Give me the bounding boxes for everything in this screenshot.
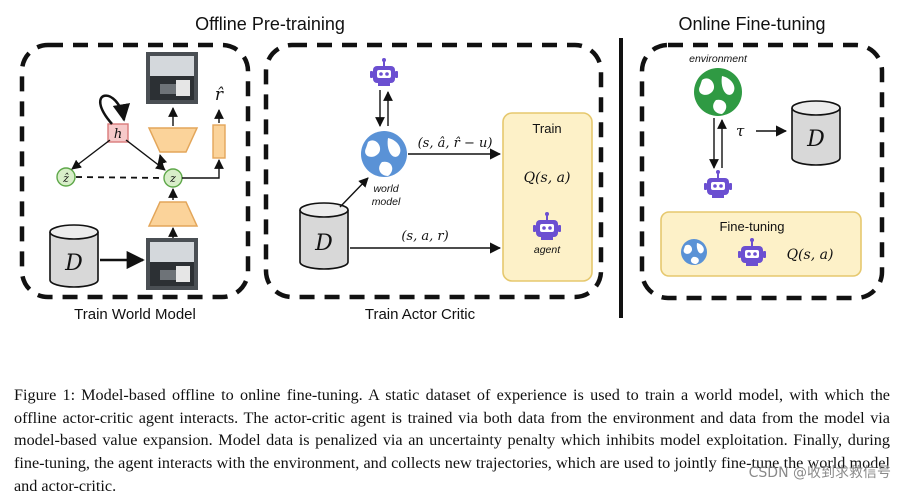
finetune-agent-robot-icon	[703, 169, 733, 199]
observation-image-bottom	[146, 238, 198, 290]
finetune-world-globe-icon	[681, 239, 707, 265]
caption-text: Model-based offline to online fine-tunin…	[14, 386, 890, 495]
finetune-box-title: Fine-tuning	[719, 219, 784, 234]
train-box-title: Train	[532, 121, 561, 136]
actor-critic-border	[263, 42, 604, 300]
rhat-label: r̂	[215, 85, 224, 105]
z-label: z	[169, 172, 176, 185]
actor-critic-panel-title: Train Actor Critic	[365, 306, 476, 323]
model-tuple-label: (s, â, r̂ − u)	[418, 136, 493, 151]
agent-label: agent	[534, 244, 561, 256]
finetune-border	[639, 42, 885, 301]
finetune-box	[660, 211, 862, 277]
critic-q-label: Q(s, a)	[524, 170, 571, 186]
world-model-panel-title: Train World Model	[74, 306, 196, 323]
train-box	[502, 112, 593, 282]
kl-dashed-link	[75, 176, 164, 179]
encoder-trapezoid	[147, 201, 199, 227]
dataset-cylinder-1: D	[49, 224, 99, 288]
svg-text:D: D	[314, 231, 333, 256]
zhat-label: ẑ	[62, 172, 69, 185]
world-model-border	[19, 42, 251, 300]
watermark: CSDN @收到求救信号	[748, 465, 891, 481]
trajectory-tau-label: τ	[736, 122, 745, 140]
dataset-cylinder-3: D	[791, 100, 841, 166]
actor-critic-panel: world model (s, â, r̂ − u) D (s, a, r) T…	[263, 42, 604, 323]
world-label-1: world	[373, 183, 399, 195]
environment-label: environment	[689, 53, 748, 65]
reward-head	[212, 124, 226, 159]
figure-caption: Figure 1:Model-based offline to online f…	[14, 384, 890, 497]
world-model-globe-icon	[361, 131, 407, 177]
dataset-cylinder-2: D	[299, 202, 349, 270]
h-state-box	[107, 123, 129, 143]
environment-globe-icon	[694, 68, 742, 116]
h-label: h	[114, 127, 122, 142]
zhat-node	[56, 167, 76, 187]
world-model-panel: h ẑ z r̂ D Train World Model	[19, 42, 251, 323]
agent-robot-icon	[369, 57, 399, 87]
svg-text:D: D	[806, 127, 825, 152]
decoder-trapezoid	[147, 127, 199, 153]
method-figure: Offline Pre-training Online Fine-tuning	[19, 14, 885, 323]
h-recurrence-loop	[98, 94, 131, 125]
svg-text:D: D	[64, 251, 83, 276]
offline-title: Offline Pre-training	[195, 14, 345, 34]
data-tuple-label: (s, a, r)	[401, 229, 448, 244]
figure-number: Figure 1:	[14, 386, 76, 405]
finetune-panel: environment τ D Fine-tuning Q(s, a)	[639, 42, 885, 301]
world-label-2: model	[372, 196, 401, 208]
finetune-q-label: Q(s, a)	[787, 247, 834, 263]
observation-image-top	[146, 52, 198, 104]
online-title: Online Fine-tuning	[678, 14, 825, 34]
